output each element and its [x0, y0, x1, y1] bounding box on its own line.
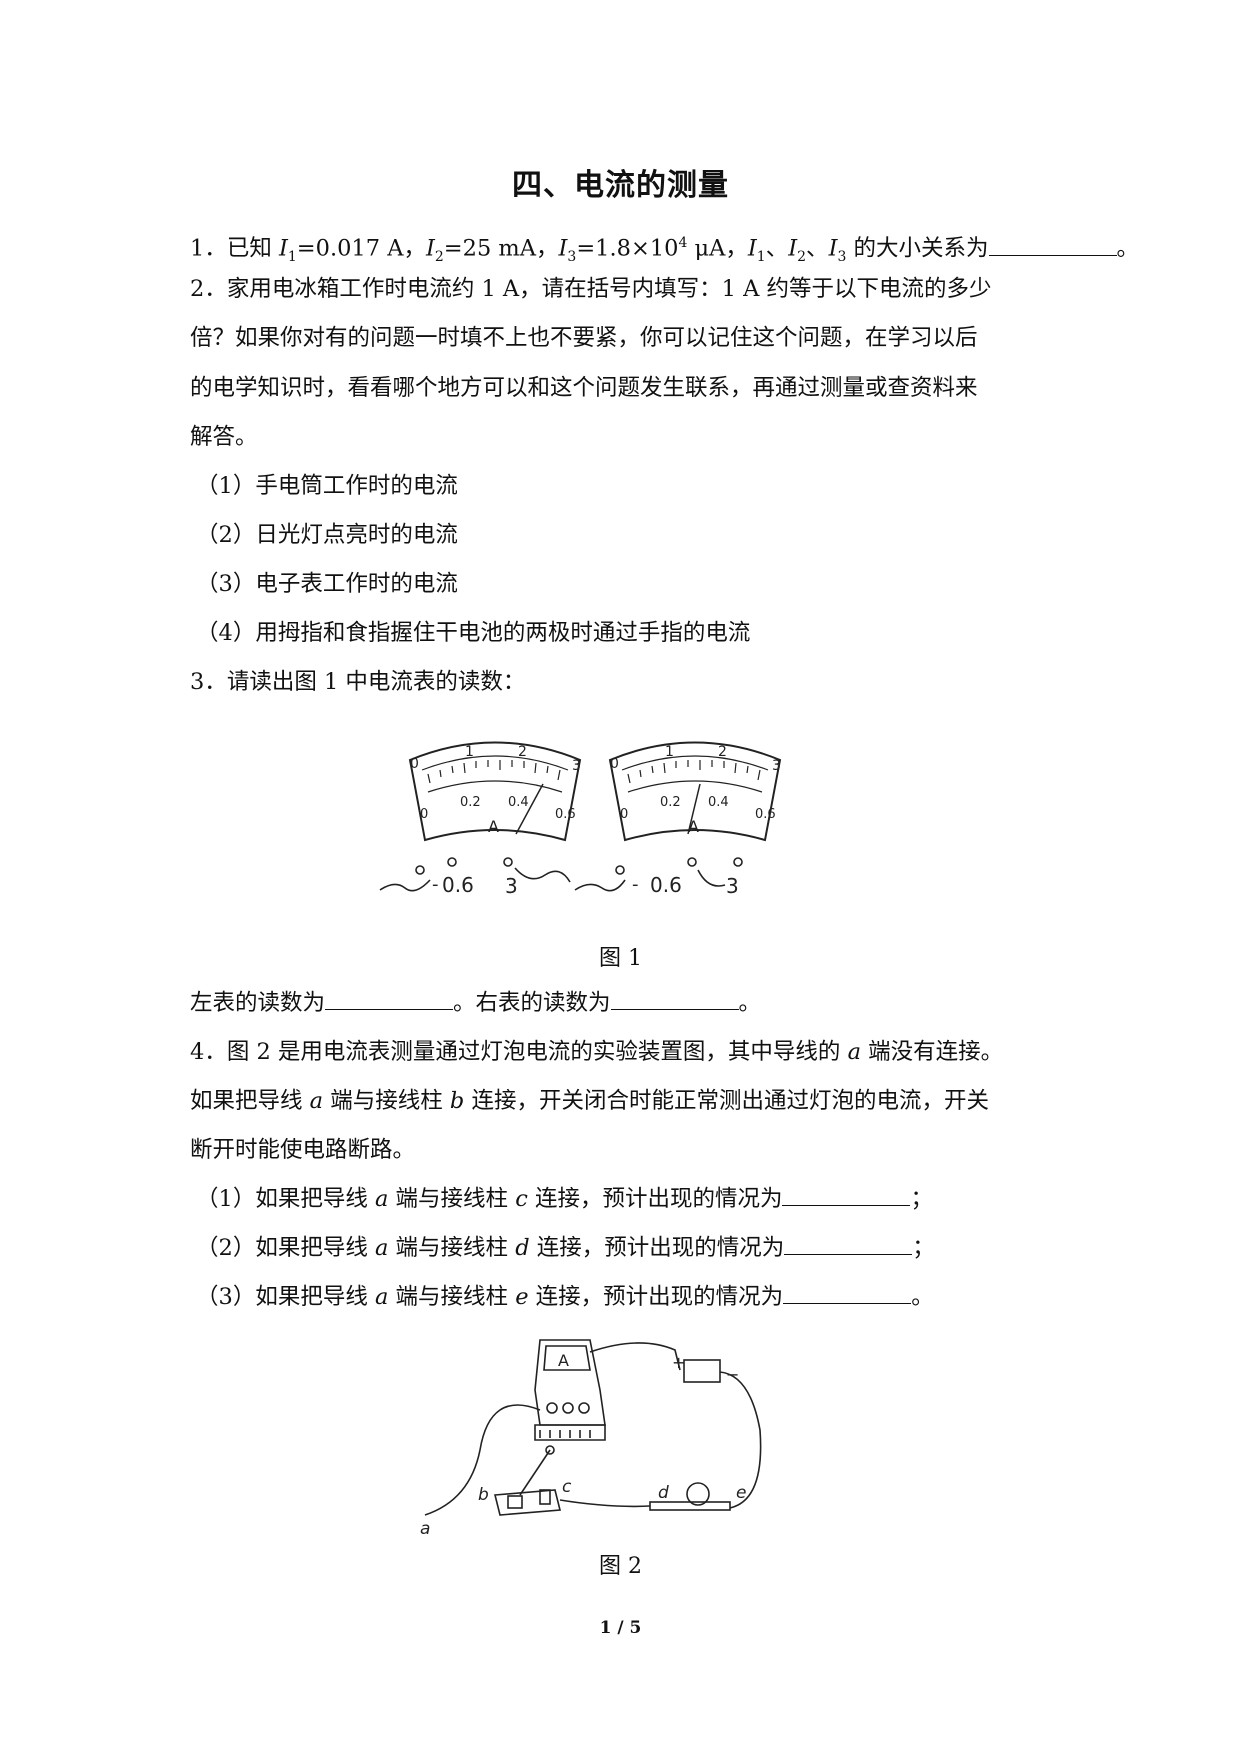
question-4-line-1: 4．图 2 是用电流表测量通过灯泡电流的实验装置图，其中导线的 a 端没有连接。 [190, 1039, 1004, 1065]
meter-unit-label: A [558, 1351, 569, 1370]
right-terminal-minus: - [632, 874, 639, 895]
answer-blank[interactable] [782, 1185, 911, 1206]
answer-blank[interactable] [988, 235, 1117, 256]
question-4-sub-3: （3）如果把导线 a 端与接线柱 e 连接，预计出现的情况为。 [196, 1283, 934, 1310]
right-scale-bottom-06: 0.6 [755, 807, 776, 822]
question-1: 1．已知 I1=0.017 A，I2=25 mA，I3=1.8×104 μA，I… [190, 235, 1140, 265]
battery-minus-label: − [726, 1365, 739, 1384]
question-4-line-3: 断开时能使电路断路。 [190, 1137, 416, 1163]
label-a: a [420, 1519, 430, 1539]
question-2-item-3: （3）电子表工作时的电流 [196, 571, 458, 597]
left-scale-bottom-0: 0 [420, 807, 428, 822]
right-terminal-3: 3 [726, 874, 739, 898]
left-scale-top-0: 0 [410, 756, 419, 772]
lamp-base [649, 1501, 731, 1511]
right-reading-blank[interactable] [610, 989, 739, 1010]
left-scale-bottom-04: 0.4 [508, 795, 529, 810]
left-terminal-06: 0.6 [442, 873, 474, 897]
answer-blank[interactable] [784, 1234, 913, 1255]
label-d: d [658, 1483, 669, 1503]
question-2-line-4: 解答。 [190, 424, 258, 450]
right-unit-label: A [688, 817, 699, 836]
right-scale-bottom-0: 0 [620, 807, 628, 822]
label-e: e [736, 1483, 746, 1503]
right-scale-top-0: 0 [610, 756, 619, 772]
wire-lamp-switch [559, 1499, 651, 1508]
left-scale-top-2: 2 [518, 744, 527, 760]
right-scale-top-2: 2 [718, 744, 727, 760]
left-reading-blank[interactable] [325, 989, 454, 1010]
right-scale-top-1: 1 [665, 744, 674, 760]
question-3-prompt: 3．请读出图 1 中电流表的读数： [190, 669, 526, 695]
loose-wire-a [424, 1404, 541, 1516]
question-2-item-4: （4）用拇指和食指握住干电池的两极时通过手指的电流 [196, 620, 751, 646]
ammeter-device [534, 1339, 606, 1441]
left-scale-bottom-02: 0.2 [460, 795, 481, 810]
figure-1-caption: 图 1 [599, 946, 642, 971]
ammeter-left-pointer [515, 783, 544, 835]
ammeter-right-pointer [687, 783, 701, 835]
ammeter-left [408, 741, 582, 842]
question-2-line-1: 2．家用电冰箱工作时电流约 1 A，请在括号内填写：1 A 约等于以下电流的多少 [190, 276, 992, 302]
question-3-answers: 左表的读数为。右表的读数为。 [190, 989, 762, 1016]
right-scale-bottom-02: 0.2 [660, 795, 681, 810]
answer-blank[interactable] [783, 1283, 912, 1304]
question-2-line-2: 倍？如果你对有的问题一时填不上也不要紧，你可以记住这个问题，在学习以后 [190, 325, 978, 351]
right-scale-top-3: 3 [772, 758, 781, 774]
left-terminal-minus: - [432, 874, 439, 895]
battery-plus-label: + [672, 1353, 685, 1372]
left-scale-bottom-06: 0.6 [555, 807, 576, 822]
label-b: b [478, 1485, 489, 1505]
question-number: 1． [190, 235, 227, 262]
right-terminal-06: 0.6 [650, 873, 682, 897]
figure-1-ammeters: 0 1 2 3 0 0.2 0.4 0.6 A - 0.6 3 [379, 741, 782, 898]
right-terminals [574, 857, 743, 892]
wire-meter-battery [589, 1342, 681, 1371]
switch [493, 1445, 562, 1516]
question-4-line-2: 如果把导线 a 端与接线柱 b 连接，开关闭合时能正常测出通过灯泡的电流，开关 [190, 1088, 989, 1114]
ammeter-right [608, 741, 782, 842]
lamp-bulb [686, 1482, 710, 1506]
right-scale-bottom-04: 0.4 [708, 795, 729, 810]
page-number: 1 / 5 [599, 1618, 642, 1638]
left-scale-top-1: 1 [465, 744, 474, 760]
left-terminal-3: 3 [505, 874, 518, 898]
left-scale-top-3: 3 [572, 758, 581, 774]
figure-2-caption: 图 2 [599, 1554, 642, 1579]
left-terminals [379, 857, 571, 892]
question-2-item-2: （2）日光灯点亮时的电流 [196, 522, 458, 548]
wire-battery-lamp [719, 1371, 762, 1509]
question-2-line-3: 的电学知识时，看看哪个地方可以和这个问题发生联系，再通过测量或查资料来 [190, 375, 978, 401]
page-title: 四、电流的测量 [512, 168, 729, 203]
question-4-sub-2: （2）如果把导线 a 端与接线柱 d 连接，预计出现的情况为； [196, 1234, 935, 1261]
question-4-sub-1: （1）如果把导线 a 端与接线柱 c 连接，预计出现的情况为； [196, 1185, 933, 1212]
label-c: c [562, 1477, 572, 1497]
left-unit-label: A [488, 817, 499, 836]
figure-2-circuit: A + − a b c d e [420, 1339, 762, 1539]
question-2-item-1: （1）手电筒工作时的电流 [196, 473, 458, 499]
battery [683, 1359, 721, 1383]
